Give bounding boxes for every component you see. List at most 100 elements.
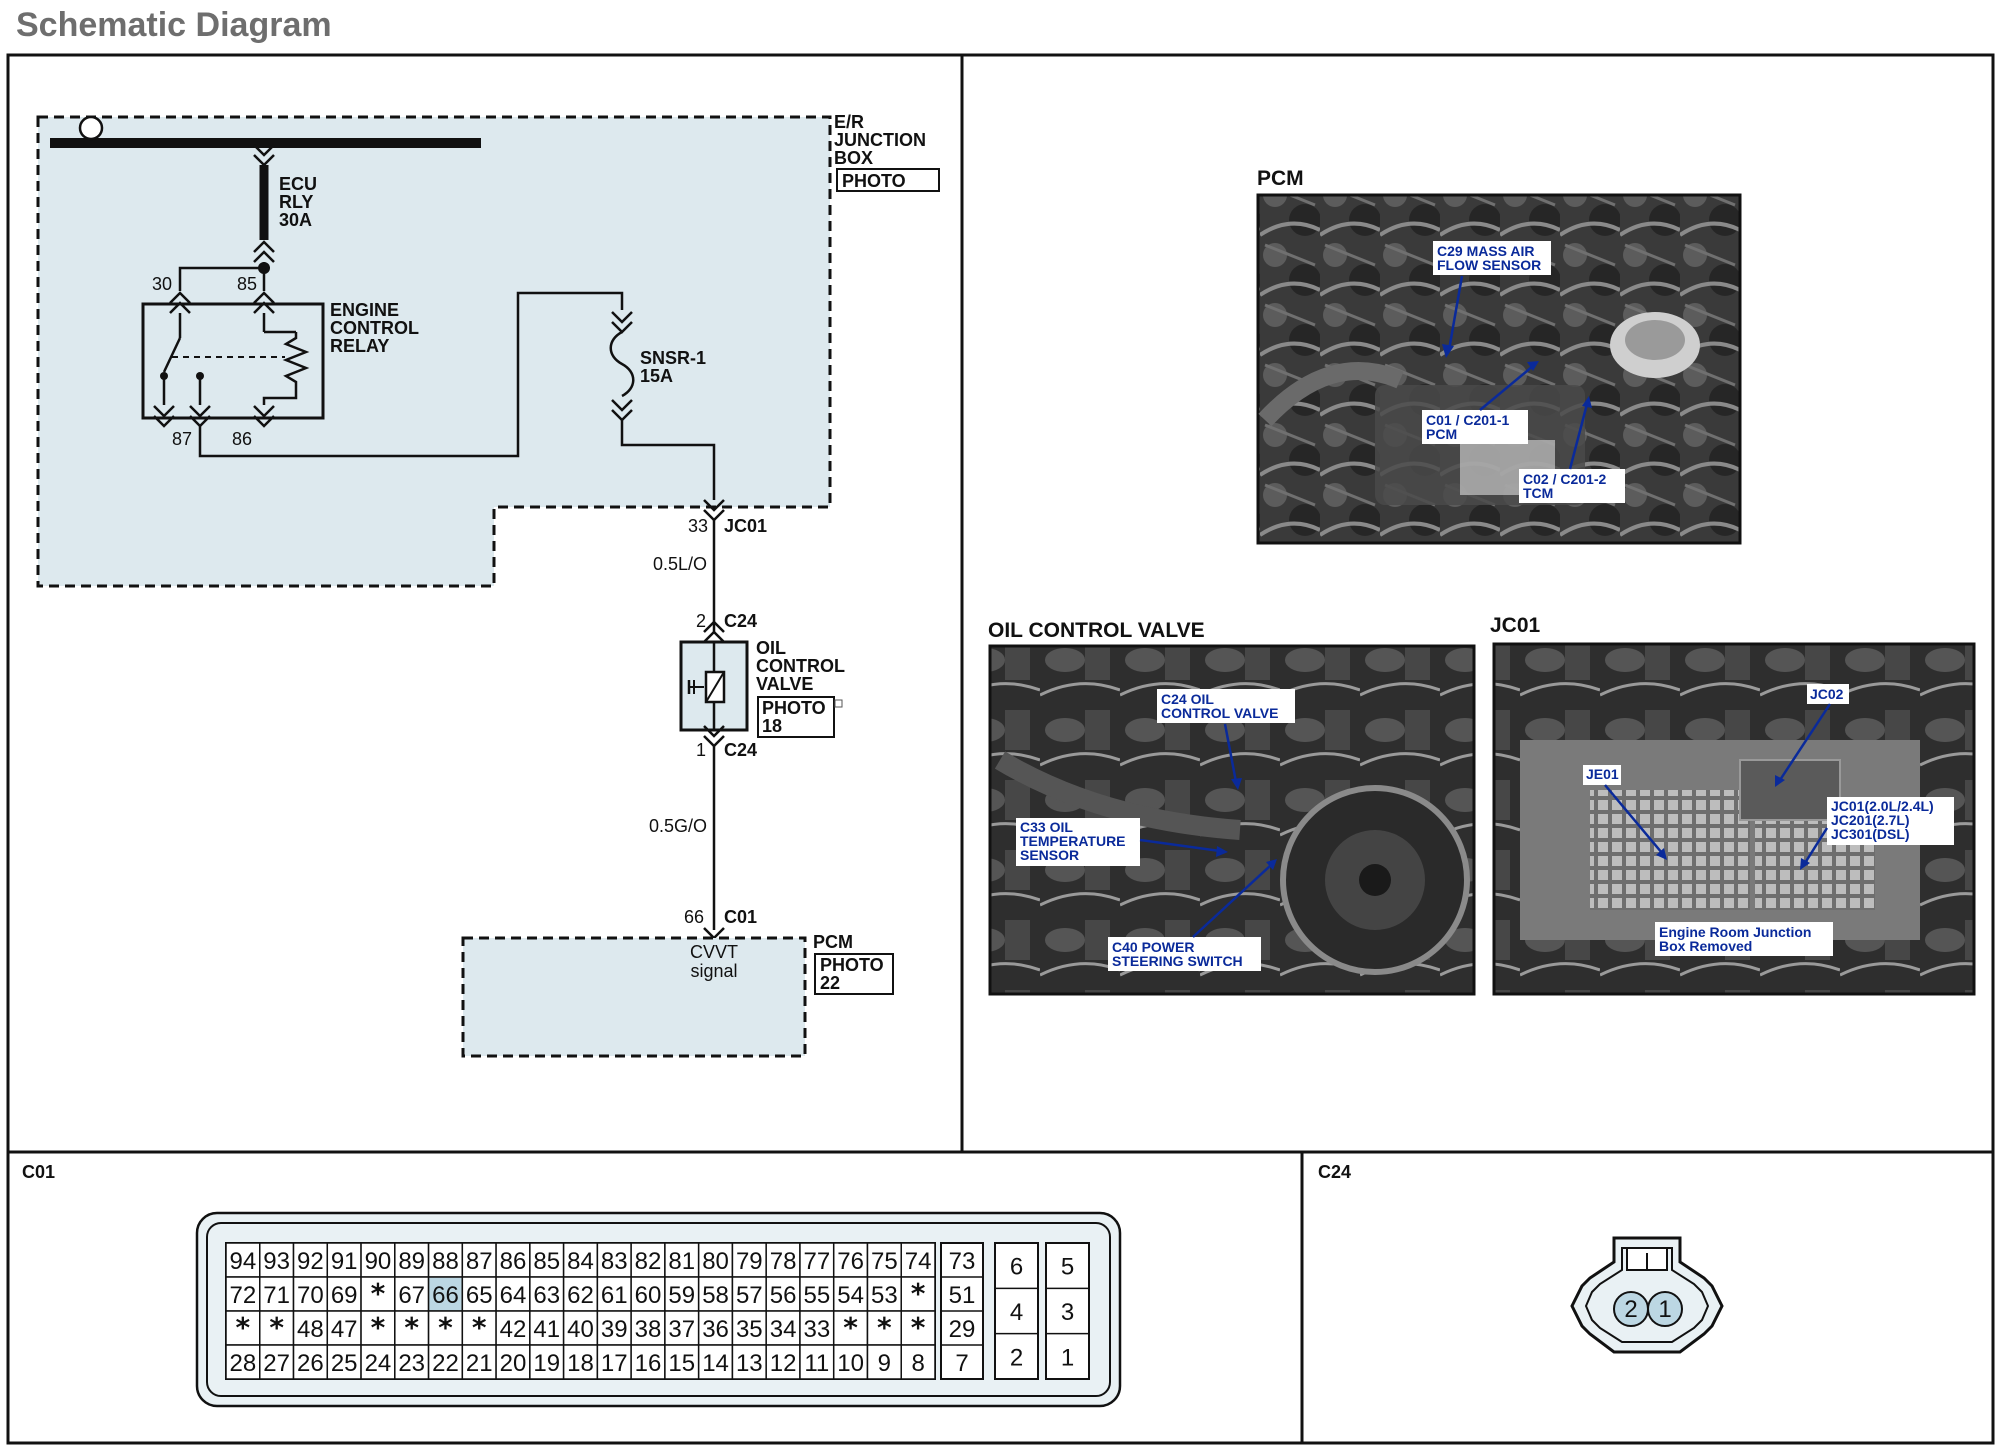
ocv-callout-1-line1: C24 OIL (1161, 691, 1214, 707)
c01-pin-cell (697, 1310, 734, 1346)
c01-pin-number: 23 (398, 1350, 425, 1377)
power-source-icon (78, 115, 104, 141)
c01-pin-cell (259, 1344, 295, 1380)
valve-label-2: CONTROL (756, 656, 845, 676)
c01-pin-cell (326, 1276, 362, 1312)
c01-pin-number: 83 (601, 1248, 628, 1275)
c01-pin-cell (664, 1276, 700, 1312)
ocv-callout-3-line1: C40 POWER (1112, 939, 1194, 955)
c01-pin-number: 60 (635, 1282, 662, 1309)
wire-color-1: 0.5L/O (653, 554, 707, 574)
c24-bottom-label: C24 (724, 740, 757, 760)
c01-pin-number: 42 (500, 1316, 527, 1343)
c01-pin-cell (799, 1242, 835, 1278)
jc01-pin-number: 33 (688, 516, 708, 536)
c01-pin-cell (799, 1276, 835, 1312)
c01-pin-number: 41 (533, 1316, 560, 1343)
c01-pin-unused: * (911, 1311, 926, 1344)
c01-pin-number: 82 (635, 1248, 662, 1275)
valve-photo-label-2: 18 (762, 716, 782, 736)
c01-pin-number: 81 (668, 1248, 695, 1275)
c01-pin-cell (461, 1242, 497, 1278)
c24-pin-1: 1 (1658, 1296, 1671, 1323)
c01-pin-number: 34 (770, 1316, 797, 1343)
c01-pin-number: 19 (533, 1350, 560, 1377)
outer-frame (6, 53, 1995, 1445)
c01-pin-unused: * (371, 1311, 386, 1344)
pcm-box: CVVT signal PCM PHOTO 22 (461, 932, 894, 1058)
c24-bottom-pin: 1 (696, 740, 706, 760)
c01-pin-number: 79 (736, 1248, 763, 1275)
c01-pin-cell (360, 1310, 396, 1346)
c01-pin-number: 77 (803, 1248, 830, 1275)
c01-pin-cell (900, 1242, 936, 1278)
pcm-photo-label-1: PHOTO (820, 955, 884, 975)
callout-box (1157, 689, 1295, 723)
main-signal-wire: 33 JC01 0.5L/O 2 C24 (653, 499, 767, 643)
c01-pin-number: 6 (1010, 1254, 1023, 1281)
valve-label-3: VALVE (756, 674, 813, 694)
ecu-fuse-label-1: ECU (279, 174, 317, 194)
c01-pin-unused: * (911, 1277, 926, 1310)
c01-pin-number: 13 (736, 1350, 763, 1377)
c01-pin-number: 64 (500, 1282, 527, 1309)
c01-pin-number: 94 (230, 1248, 257, 1275)
callout-box (1108, 937, 1261, 971)
c01-pin-number: 91 (331, 1248, 358, 1275)
c01-pin-number: 78 (770, 1248, 797, 1275)
ecu-fuse-label-3: 30A (279, 210, 312, 230)
c01-pin-number: 88 (432, 1248, 459, 1275)
pcm-callout-1-line1: C29 MASS AIR (1437, 243, 1535, 259)
c01-pin-number: 3 (1061, 1299, 1074, 1326)
relay-pin-86: 86 (232, 429, 252, 449)
c01-pin-number: 29 (949, 1316, 976, 1343)
junction-box-photo-label: PHOTO (842, 171, 906, 191)
callout-box (1583, 765, 1621, 785)
pcm-callout-1-line2: FLOW SENSOR (1437, 257, 1541, 273)
pcm-callout-2-line2: PCM (1426, 426, 1457, 442)
junction-box-label-2: JUNCTION (834, 130, 926, 150)
c01-pin-number: 90 (365, 1248, 392, 1275)
c01-pin-cell (765, 1276, 801, 1312)
c01-pin-number: 65 (466, 1282, 493, 1309)
valve-label-1: OIL (756, 638, 786, 658)
c01-pin-number: 24 (365, 1350, 392, 1377)
ecu-fuse-label-2: RLY (279, 192, 313, 212)
c01-section-label: C01 (22, 1162, 55, 1182)
c01-pin-number: 28 (230, 1350, 257, 1377)
c01-pin-cell (394, 1344, 430, 1380)
c01-pin-cell (630, 1242, 666, 1278)
callout-box (1519, 469, 1625, 503)
pcm-callout-3-line2: TCM (1523, 485, 1553, 501)
c01-pin-cell (461, 1276, 497, 1312)
pcm-photo-title: PCM (1257, 167, 1304, 190)
c01-pin-number: 86 (500, 1248, 527, 1275)
c01-pin-cell (259, 1242, 295, 1278)
c01-pin-cell (529, 1344, 565, 1380)
c01-pin-number: 37 (668, 1316, 695, 1343)
c24-section-label: C24 (1318, 1162, 1351, 1182)
oil-control-valve-symbol: OIL CONTROL VALVE PHOTO 18 (679, 638, 845, 738)
c01-pin-number: 27 (263, 1350, 290, 1377)
c01-pin-cell (394, 1242, 430, 1278)
c01-pin-number: 40 (567, 1316, 594, 1343)
c01-pin-cell (697, 1344, 734, 1380)
relay-to-sensor-wire (198, 291, 624, 458)
oil-control-valve-photo: OIL CONTROL VALVE C24 OIL CONTROL VALVE … (988, 619, 1476, 996)
ocv-callout-2-line2: TEMPERATURE (1020, 833, 1126, 849)
c01-pin-cell (326, 1344, 362, 1380)
c01-pin-number: 67 (398, 1282, 425, 1309)
c01-pin-number: 4 (1010, 1299, 1023, 1326)
c01-pin-unused: * (472, 1311, 487, 1344)
relay-pin-85: 85 (237, 274, 257, 294)
jc01-callout-jc02: JC02 (1810, 686, 1844, 702)
c01-pin-number: 21 (466, 1350, 493, 1377)
junction-box-label-1: E/R (834, 112, 864, 132)
pcm-callout-3-line1: C02 / C201-2 (1523, 471, 1606, 487)
wire-color-2: 0.5G/O (649, 816, 707, 836)
jc01-callout-jc-line1: JC01(2.0L/2.4L) (1831, 798, 1934, 814)
c01-pin-number: 74 (905, 1248, 932, 1275)
c01-pin-number: 75 (871, 1248, 898, 1275)
